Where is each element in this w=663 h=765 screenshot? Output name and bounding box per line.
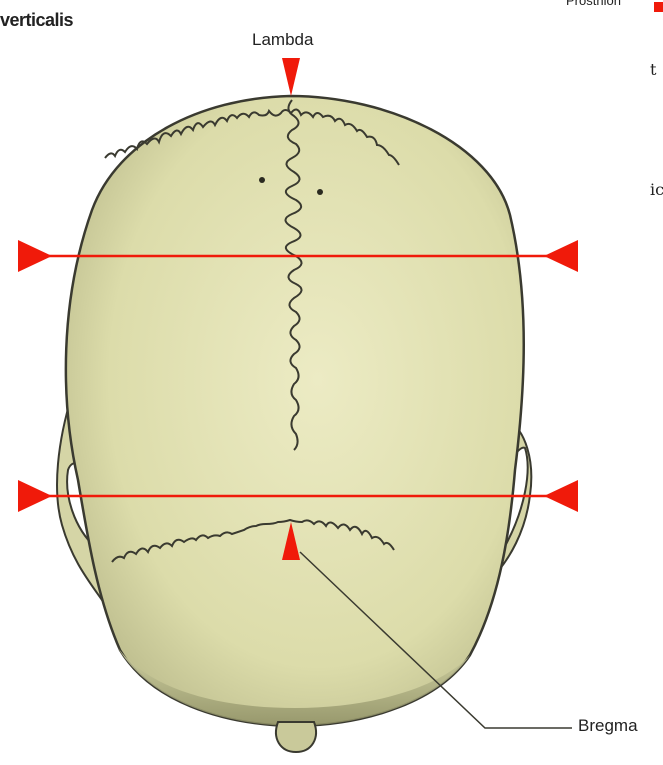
upper-right-arrowhead — [544, 240, 578, 272]
nasal-tip — [276, 722, 316, 752]
lambda-arrowhead — [282, 58, 300, 96]
prosthion-marker — [654, 2, 663, 12]
skull-vault — [66, 96, 524, 726]
parietal-foramen-right — [317, 189, 323, 195]
parietal-foramen-left — [259, 177, 265, 183]
lower-left-arrowhead — [18, 480, 52, 512]
upper-left-arrowhead — [18, 240, 52, 272]
lower-right-arrowhead — [544, 480, 578, 512]
